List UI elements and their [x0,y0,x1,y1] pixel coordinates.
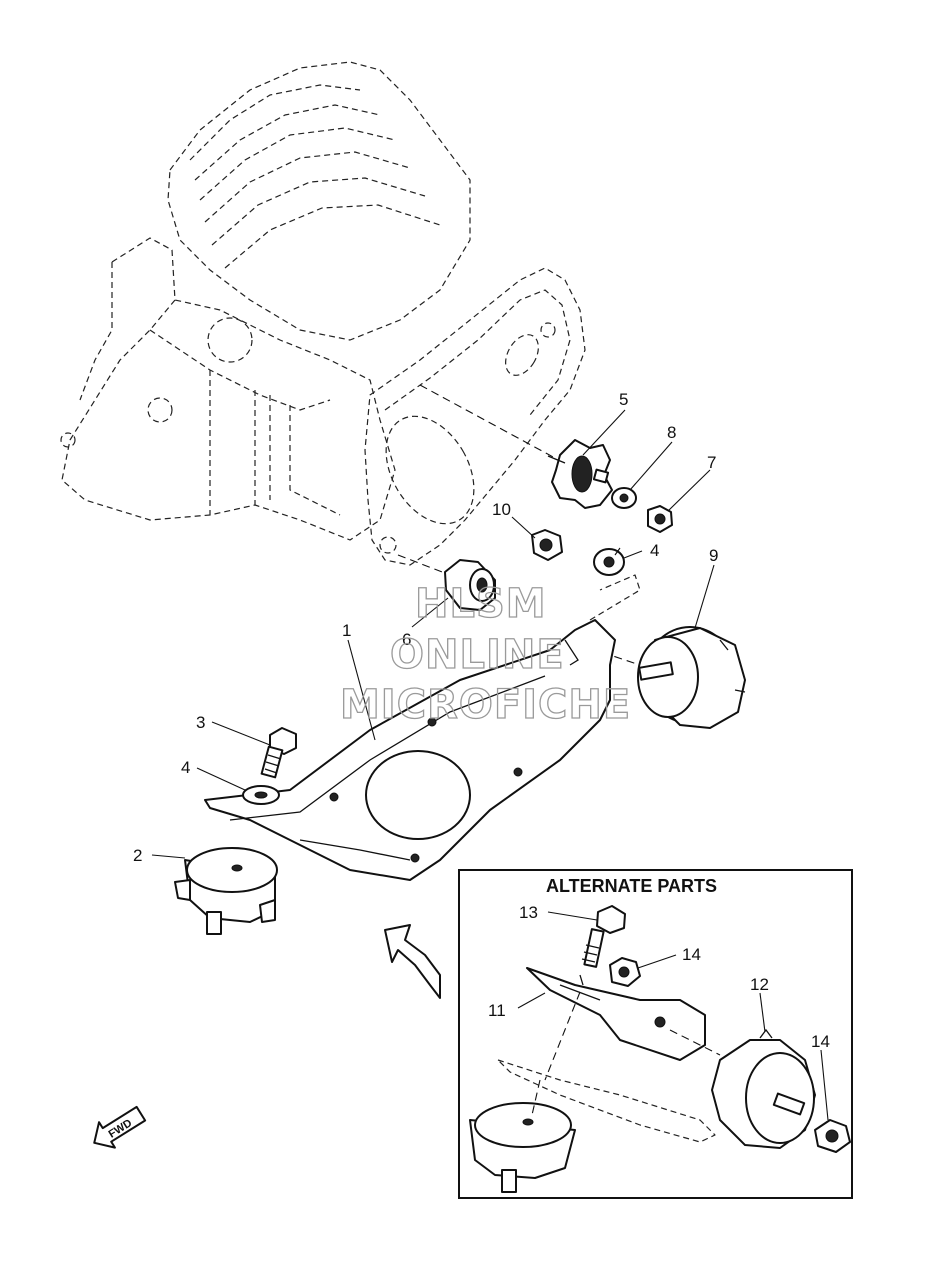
watermark-line-1: HLSM [415,581,547,627]
callout-5: 5 [619,390,628,409]
callout-8: 8 [667,423,676,442]
watermark-line-2: ONLINE [390,632,565,678]
part-9-rubber-mount [564,626,746,729]
part-13-bolt [581,905,626,968]
part-14-nut-upper [609,957,641,987]
part-6-bushing [397,554,496,611]
part-4-washer-upper [593,548,625,576]
callout-3: 3 [196,713,205,732]
part-3-bolt [260,727,297,779]
part-12-rubber-mount [711,1028,816,1149]
part-1-bracket [204,574,641,881]
part-11-bracket [497,967,721,1143]
callout-11: 11 [488,1001,506,1020]
callout-numbers: 1 2 3 4 4 5 6 7 8 9 10 11 12 13 14 14 [133,390,830,1051]
callout-14-lower: 14 [811,1032,830,1051]
callout-1: 1 [342,621,351,640]
part-7-nut [647,505,673,533]
alt-lower-mount [469,1079,576,1193]
part-4-washer-lower [242,785,280,805]
callout-9: 9 [709,546,718,565]
callout-6: 6 [402,630,411,649]
callout-12: 12 [750,975,769,994]
watermark-line-3: MICROFICHE [340,682,631,728]
watermark: HLSM ONLINE MICROFICHE [339,580,631,728]
callout-2: 2 [133,846,142,865]
engine-block-outline [60,61,586,566]
part-10-flange-nut [531,529,563,561]
callout-13: 13 [519,903,538,922]
callout-7: 7 [707,453,716,472]
alternate-parts-title: ALTERNATE PARTS [546,876,717,896]
callout-leaders [151,409,829,1121]
part-14-nut-lower [814,1119,851,1153]
part-5-stud-plate [419,384,613,509]
callout-14-upper: 14 [682,945,701,964]
callout-4-upper: 4 [650,541,659,560]
part-8-washer [611,487,637,509]
assembly-direction-arrow [384,924,441,999]
part-2-rubber-mount [174,847,278,935]
callout-10: 10 [492,500,511,519]
fwd-arrow-badge: FWD [93,1105,147,1149]
alternate-parts-box: ALTERNATE PARTS [458,869,853,1199]
callout-4-lower: 4 [181,758,190,777]
